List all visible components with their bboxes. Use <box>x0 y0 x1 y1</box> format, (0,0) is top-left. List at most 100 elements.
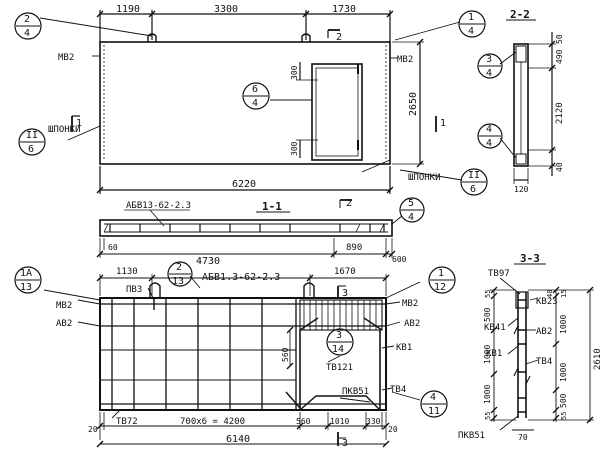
dim-opening-bottom: 300 <box>290 141 299 156</box>
section-3-3-dim-right-1000-a: 1000 <box>559 315 568 334</box>
rebar-dim-bottom-span: 700х6 = 4200 <box>180 417 245 427</box>
rebar-label-av2-left: АВ2 <box>56 319 72 329</box>
svg-text:4: 4 <box>486 124 492 135</box>
section-3-3-label-kv41: КВ41 <box>484 323 506 333</box>
dim-height: 2650 <box>408 92 419 116</box>
rebar-dim-top-1130: 1130 <box>116 267 138 277</box>
callout-section-2-2-a: 3 4 <box>477 51 517 79</box>
rebar-label-av2-right: АВ2 <box>404 319 420 329</box>
section-2-2-width: 120 <box>514 185 529 194</box>
rebar-label-mv2-right: МВ2 <box>402 299 418 309</box>
section-3-3-dim-right-55: 55 <box>560 412 568 420</box>
svg-text:4: 4 <box>430 392 436 403</box>
callout-rebar-bottom: 4 11 <box>420 390 448 418</box>
callout-rebar-center: 3 14 <box>326 328 354 356</box>
svg-text:3: 3 <box>486 54 492 65</box>
section-3-3-dim-overall: 2610 <box>593 348 603 370</box>
rebar-dim-bottom-560: 560 <box>296 417 311 426</box>
section-3-3-label-kv23: КВ23 <box>536 297 558 307</box>
rebar-mesh-label: АБВ1.3-62-2.3 <box>202 272 280 283</box>
dim-opening-top: 300 <box>290 65 299 80</box>
section-2-2-title: 2-2 <box>510 8 530 21</box>
section-2-2-dim-4: 40 <box>555 162 564 172</box>
rebar-dim-560: 560 <box>281 347 290 362</box>
svg-text:II: II <box>468 170 480 181</box>
svg-text:13: 13 <box>20 282 32 293</box>
section-mark-1-right: 1 <box>440 118 446 129</box>
section-1-1-dim-4730: 4730 <box>196 256 220 267</box>
section-3-3-dim-left-1000-b: 1000 <box>483 385 492 404</box>
section-3-3-label-tv4: ТВ4 <box>536 357 552 367</box>
svg-text:2: 2 <box>24 14 30 25</box>
rebar-label-tv4: ТВ4 <box>390 385 406 395</box>
callout-plan-opening: 6 4 <box>242 82 270 110</box>
callout-rebar-left: 1А 13 <box>14 266 42 294</box>
section-mark-1-left: 1 <box>76 118 82 129</box>
dim-top-2: 3300 <box>214 4 238 15</box>
section-3-3-dim-left-500: 500 <box>483 307 492 322</box>
svg-text:13: 13 <box>172 276 184 287</box>
section-3-3-dim-right-1000-b: 1000 <box>559 363 568 382</box>
label-shponki-right: ШПОНКИ <box>408 173 441 183</box>
callout-plan-shponki-left: II 6 <box>18 128 46 156</box>
svg-text:4: 4 <box>24 28 30 39</box>
section-1-1-title: 1-1 <box>262 200 282 213</box>
svg-text:4: 4 <box>486 68 492 79</box>
section-3-3-dim-left-55-bottom: 55 <box>484 412 492 420</box>
svg-text:6: 6 <box>470 184 476 195</box>
callout-rebar-right: 1 12 <box>428 266 456 294</box>
callout-plan-topright: 1 4 <box>458 10 486 38</box>
label-mv2-left: МВ2 <box>58 53 74 63</box>
rebar-elevation <box>43 274 421 448</box>
dim-top-3: 1730 <box>332 4 356 15</box>
svg-text:4: 4 <box>486 138 492 149</box>
rebar-section-mark-top: 3 <box>342 288 348 299</box>
rebar-label-mv2-left: МВ2 <box>56 301 72 311</box>
rebar-section-mark-bottom: 3 <box>342 438 348 449</box>
section-1-1-dim-600: 600 <box>392 255 407 264</box>
svg-text:4: 4 <box>252 98 258 109</box>
svg-text:12: 12 <box>434 282 446 293</box>
callout-section-1-1: 5 4 <box>399 197 425 223</box>
label-mv2-right: МВ2 <box>397 55 413 65</box>
section-3-3-label-av2: АВ2 <box>536 327 552 337</box>
section-2-2-dim-1: 50 <box>555 34 564 44</box>
rebar-label-kv1: КВ1 <box>396 343 412 353</box>
svg-text:1А: 1А <box>20 268 32 279</box>
section-1-1-mark: 2 <box>346 198 352 209</box>
callout-section-2-2-b: 4 4 <box>477 123 517 159</box>
rebar-dim-bottom-1010: 1010 <box>330 417 349 426</box>
svg-text:1: 1 <box>438 268 444 279</box>
rebar-dim-overall: 6140 <box>226 434 250 445</box>
section-3-3-label-tv97: ТВ97 <box>488 269 510 279</box>
section-3-3-dim-right-500: 500 <box>559 393 568 408</box>
rebar-label-pkv51: ПКВ51 <box>342 387 369 397</box>
callout-rebar-mid: 2 13 <box>167 261 193 287</box>
svg-text:2: 2 <box>176 262 182 273</box>
section-3-3-title: 3-3 <box>520 252 540 265</box>
section-1-1-drawing <box>96 199 403 258</box>
rebar-dim-bottom-20-right: 20 <box>388 425 398 434</box>
section-2-2-dim-3: 2120 <box>555 102 565 124</box>
section-2-2 <box>513 32 556 184</box>
section-mark-2-top: 2 <box>336 32 342 43</box>
svg-text:6: 6 <box>28 144 34 155</box>
svg-text:11: 11 <box>428 406 440 417</box>
callout-plan-shponki-right: II 6 <box>460 168 488 196</box>
svg-text:3: 3 <box>336 330 342 341</box>
section-1-1-mesh-label: АБВ13-62-2.3 <box>126 201 191 211</box>
section-3-3-label-kv1: КВ1 <box>486 349 502 359</box>
section-3-3-drawing <box>490 277 594 431</box>
svg-text:1: 1 <box>468 12 474 23</box>
rebar-label-tv72: ТВ72 <box>116 417 138 427</box>
dim-overall-width: 6220 <box>232 179 256 190</box>
rebar-dim-bottom-330: 330 <box>366 417 381 426</box>
section-3-3-label-pkv51: ПКВ51 <box>458 431 485 441</box>
section-3-3-dim-bottom: 70 <box>518 433 528 442</box>
callout-plan-top: 2 4 <box>14 12 42 40</box>
rebar-label-tv121: ТВ121 <box>326 363 353 373</box>
section-3-3-dim-right-40: 40 <box>546 290 554 298</box>
section-3-3-dim-left-1000-a: 1000 <box>483 345 492 364</box>
section-3-3-dim-left-55-top: 55 <box>484 290 492 298</box>
